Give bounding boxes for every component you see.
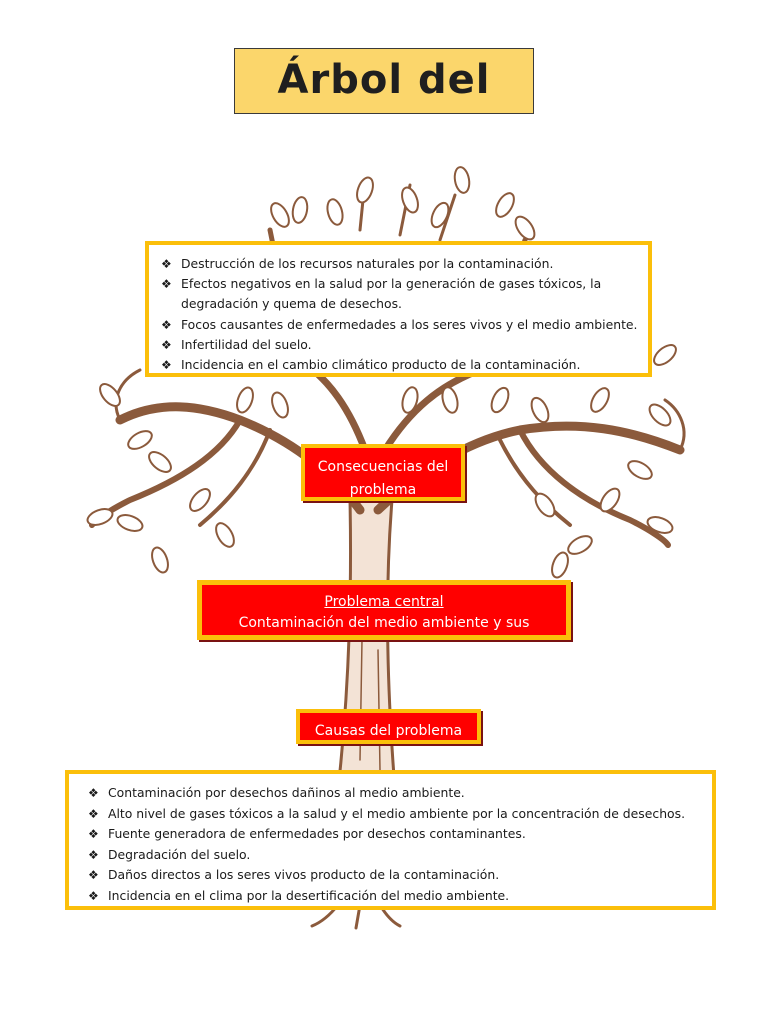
consequence-item: ❖ Focos causantes de enfermedades a los s… [157, 315, 642, 335]
diamond-bullet-icon: ❖ [88, 786, 99, 800]
causes-list-box: ❖ Contaminación por desechos dañinos al m… [65, 770, 716, 910]
consequence-item: ❖ Destrucción de los recursos naturales p… [157, 254, 642, 274]
causes-list: ❖ Contaminación por desechos dañinos al m… [84, 783, 706, 906]
consequences-label: Consecuencias del problema [301, 444, 465, 501]
central-problem-title: Problema central [324, 594, 444, 610]
diamond-bullet-icon: ❖ [88, 806, 99, 821]
cause-item: ❖ Fuente generadora de enfermedades por d… [84, 824, 706, 845]
cause-text: Fuente generadora de enfermedades por de… [108, 826, 526, 841]
cause-item: ❖ Degradación del suelo. [84, 845, 706, 866]
title-box: Árbol del [234, 48, 534, 114]
central-problem-text: Contaminación del medio ambiente y sus [238, 615, 530, 631]
cause-text: Contaminación por desechos dañinos al me… [108, 785, 465, 800]
cause-item: ❖ Contaminación por desechos dañinos al m… [84, 783, 706, 804]
consequence-text: Infertilidad del suelo. [181, 336, 312, 352]
consequence-text: Destrucción de los recursos naturales po… [181, 256, 554, 271]
diamond-bullet-icon: ❖ [88, 888, 99, 903]
diamond-bullet-icon: ❖ [88, 827, 99, 841]
consequence-item: ❖ Incidencia en el cambio climático produ… [157, 355, 642, 373]
consequences-list-box: ❖ Destrucción de los recursos naturales p… [145, 241, 652, 377]
cause-item: ❖ Incidencia en el clima por la desertifi… [84, 886, 706, 907]
cause-text: Degradación del suelo. [108, 846, 251, 862]
diamond-bullet-icon: ❖ [161, 257, 172, 271]
diamond-bullet-icon: ❖ [88, 847, 99, 862]
cause-item: ❖ Daños directos a los seres vivos produc… [84, 865, 706, 886]
consequences-list: ❖ Destrucción de los recursos naturales p… [157, 254, 642, 373]
consequence-text: Focos causantes de enfermedades a los se… [181, 316, 638, 332]
consequence-text: Incidencia en el cambio climático produc… [181, 357, 581, 373]
cause-text: Incidencia en el clima por la desertific… [108, 887, 510, 903]
central-problem-box: Problema central Contaminación del medio… [197, 580, 571, 640]
diamond-bullet-icon: ❖ [161, 358, 172, 373]
cause-text: Alto nivel de gases tóxicos a la salud y… [108, 805, 686, 821]
diamond-bullet-icon: ❖ [161, 337, 172, 352]
consequence-item: ❖ Efectos negativos en la salud por la ge… [157, 274, 642, 314]
cause-item: ❖ Alto nivel de gases tóxicos a la salud … [84, 804, 706, 825]
diamond-bullet-icon: ❖ [88, 868, 99, 882]
cause-text: Daños directos a los seres vivos product… [108, 867, 500, 882]
diamond-bullet-icon: ❖ [161, 277, 172, 292]
consequence-text: Efectos negativos en la salud por la gen… [181, 276, 602, 312]
page-title: Árbol del [277, 57, 491, 103]
diamond-bullet-icon: ❖ [161, 317, 172, 332]
causes-label: Causas del problema [296, 709, 481, 744]
consequence-item: ❖ Infertilidad del suelo. [157, 335, 642, 355]
